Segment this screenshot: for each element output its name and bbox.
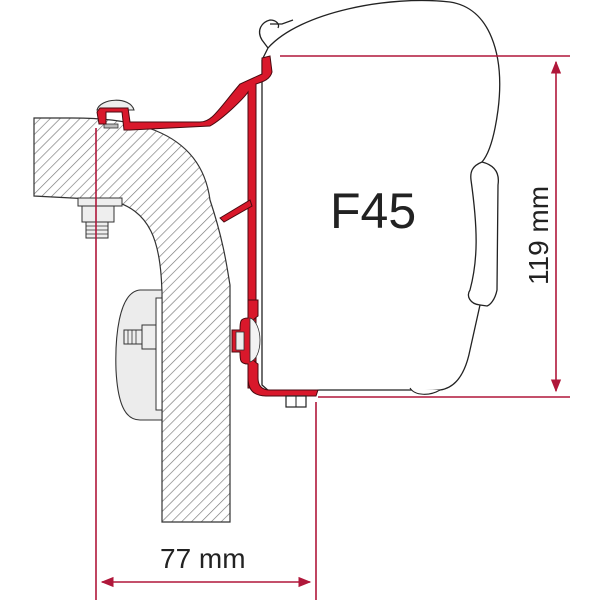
inside-fixture-plate — [115, 289, 163, 421]
height-dimension-label: 119 mm — [523, 186, 554, 285]
width-dimension-label: 77 mm — [160, 543, 246, 574]
lower-nut-bolt — [77, 197, 123, 239]
mounting-bracket — [96, 55, 319, 408]
height-dimension: 119 mm — [280, 55, 570, 398]
product-label: F45 — [330, 183, 416, 239]
awning-cassette — [258, 0, 501, 395]
width-dimension: 77 mm — [95, 128, 317, 600]
